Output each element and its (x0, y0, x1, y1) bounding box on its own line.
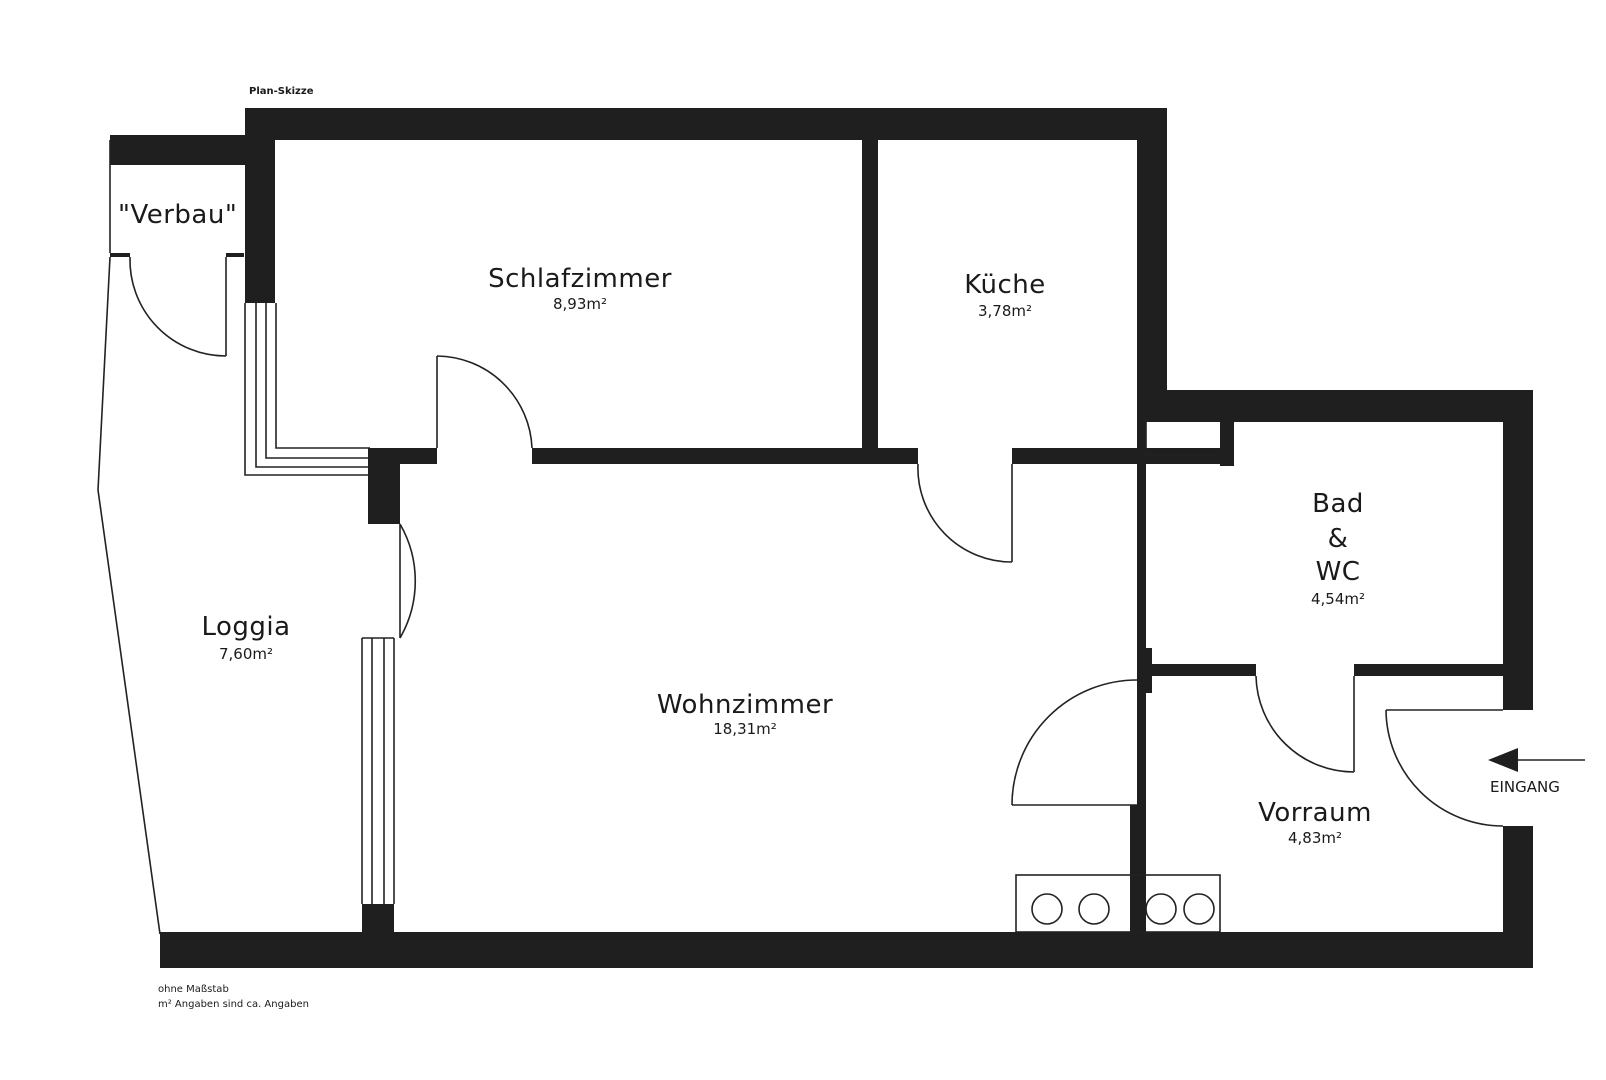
verbau-door-arc (129, 256, 227, 357)
wall-bath-bottom-b (1354, 664, 1504, 676)
wall-verbau-bottom-right (226, 253, 244, 257)
wall-window-post (362, 904, 394, 940)
kitchen-door-arc (917, 463, 1013, 563)
bad-name-line3: WC (1315, 557, 1361, 587)
vorraum-name: Vorraum (1258, 798, 1372, 828)
wohnzimmer-area: 18,31m² (713, 720, 777, 738)
wall-bedroom-bottom-a (396, 448, 437, 464)
loggia-door-arc (399, 523, 417, 639)
wall-bedroom-bottom-b (532, 448, 918, 464)
bedroom-window (244, 303, 370, 476)
loggia-window (361, 637, 395, 904)
wall-bedroom-kitchen (862, 140, 878, 464)
plan-title: Plan-Skizze (249, 86, 314, 97)
vorraum-area: 4,83m² (1287, 829, 1343, 847)
bath-niche-outline (1145, 420, 1220, 456)
hob-burner-2 (1078, 893, 1110, 925)
walls (110, 108, 1533, 968)
bad-area: 4,54m² (1310, 590, 1366, 608)
kueche-area: 3,78m² (977, 302, 1033, 320)
loggia-name: Loggia (201, 612, 291, 642)
area-note: m² Angaben sind ca. Angaben (158, 999, 309, 1010)
wall-kitchen-right (1137, 108, 1167, 420)
wall-bath-left (1137, 420, 1146, 950)
verbau-label: "Verbau" (118, 200, 238, 230)
entrance-arrow-icon (1488, 748, 1518, 772)
kueche-name: Küche (964, 270, 1046, 300)
entrance-door-arc (1385, 709, 1504, 827)
wall-kitchen-bottom (1012, 448, 1232, 464)
wall-bath-bottom-a (1146, 664, 1256, 676)
living-door-arc (1011, 679, 1138, 806)
wall-bedroom-left (245, 108, 275, 303)
wall-bath-right (1503, 390, 1533, 710)
wall-column (368, 448, 400, 524)
bedroom-door-arc (436, 355, 533, 449)
scale-note: ohne Maßstab (158, 984, 229, 995)
wall-top (245, 108, 1167, 140)
wall-vorraum-left (1130, 805, 1139, 950)
schlafzimmer-area: 8,93m² (552, 295, 608, 313)
sink-basin-1 (1145, 893, 1177, 925)
loggia-slanted-edge (97, 256, 161, 935)
wall-bath-niche (1220, 420, 1234, 466)
entrance-label: EINGANG (1490, 778, 1560, 796)
schlafzimmer-name: Schlafzimmer (488, 264, 672, 294)
wall-bath-top (1137, 390, 1533, 422)
wall-verbau-top (110, 135, 250, 165)
sink-basin-2 (1183, 893, 1215, 925)
wohnzimmer-name: Wohnzimmer (656, 690, 834, 720)
kitchen-counter (1015, 874, 1221, 933)
bath-door-arc (1255, 675, 1355, 773)
bad-name-line2: & (1327, 524, 1349, 554)
hob-burner-1 (1031, 893, 1063, 925)
loggia-area: 7,60m² (218, 645, 274, 663)
bad-name-line1: Bad (1312, 489, 1364, 519)
wall-verbau-bottom-left (110, 253, 130, 257)
